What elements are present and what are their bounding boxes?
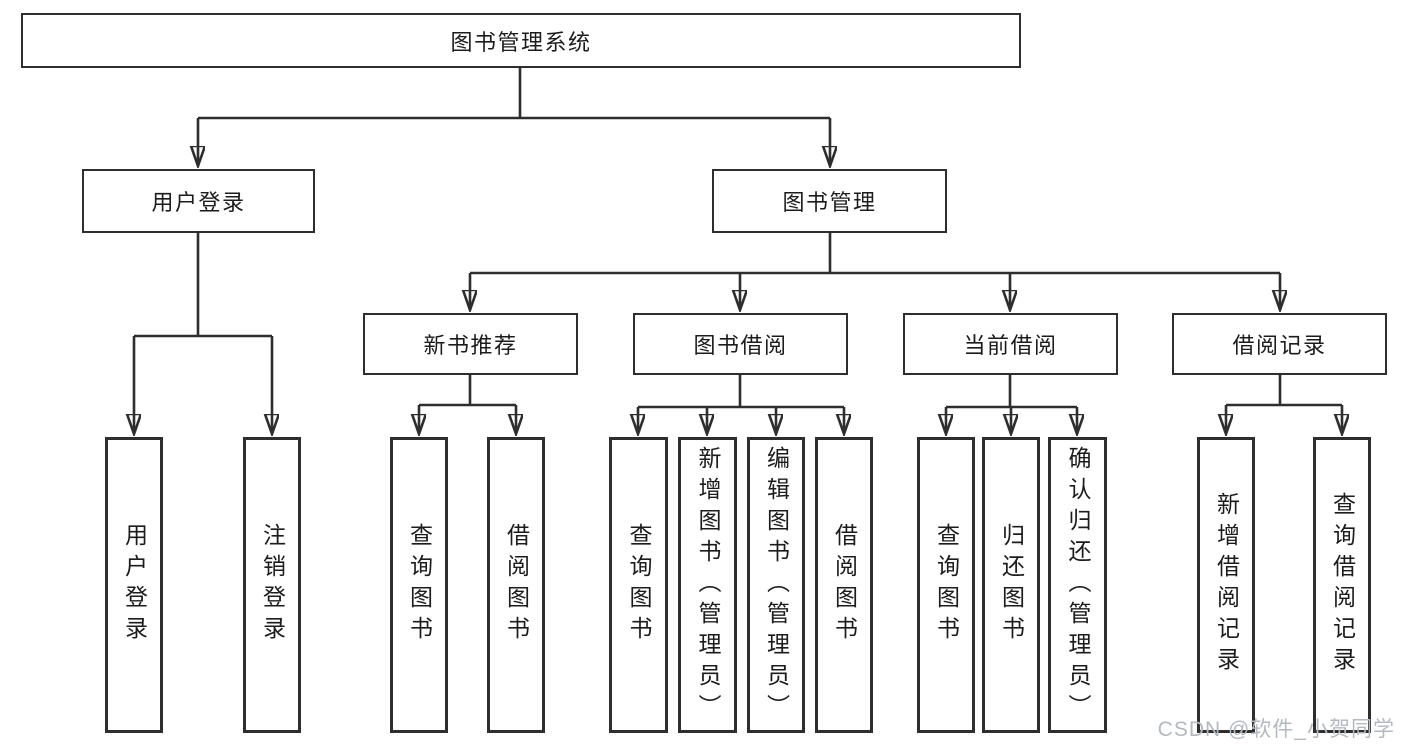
connector-new-book-recommend-leaves (419, 374, 516, 433)
node-new-book-recommend: 新书推荐 (363, 313, 578, 375)
leaf-label: 用户登录 (121, 523, 148, 647)
node-borrow-records: 借阅记录 (1172, 313, 1387, 375)
connector-root-to-level2 (198, 68, 830, 165)
connector-book-mgmt-to-level3 (470, 232, 1280, 309)
leaf-label: 新增图书（管理员） (695, 445, 721, 725)
node-book-borrow: 图书借阅 (633, 313, 848, 375)
leaf-label: 新增借阅记录 (1213, 492, 1240, 678)
leaf-user-login: 用户登录 (105, 437, 163, 733)
leaf-query-books: 查询图书 (390, 437, 448, 733)
node-user-login: 用户登录 (82, 169, 315, 233)
connector-book-borrow-leaves (638, 374, 844, 433)
leaf-label: 编辑图书（管理员） (763, 445, 790, 725)
leaf-borrow-books: 借阅图书 (487, 437, 545, 733)
leaf-query-books: 查询图书 (609, 437, 668, 733)
connector-user-login-leaves (134, 232, 272, 433)
connector-borrow-records-leaves (1226, 374, 1342, 433)
watermark: CSDN @软件_小贺同学 (1157, 718, 1395, 741)
leaf-confirm-return-admin: 确认归还（管理员） (1048, 437, 1107, 733)
leaf-add-books-admin: 新增图书（管理员） (678, 437, 737, 733)
leaf-label: 查询图书 (406, 523, 433, 647)
leaf-label: 查询图书 (626, 523, 652, 647)
leaf-label: 借阅图书 (503, 523, 530, 647)
node-current-borrow: 当前借阅 (903, 313, 1118, 375)
leaf-return-books: 归还图书 (982, 437, 1040, 733)
leaf-label: 借阅图书 (831, 523, 858, 647)
node-library-system: 图书管理系统 (21, 13, 1021, 68)
leaf-borrow-books: 借阅图书 (815, 437, 873, 733)
leaf-query-borrow-record: 查询借阅记录 (1313, 437, 1371, 733)
leaf-label: 查询图书 (933, 523, 960, 647)
leaf-edit-books-admin: 编辑图书（管理员） (747, 437, 805, 733)
leaf-logout: 注销登录 (243, 437, 301, 733)
leaf-label: 归还图书 (998, 523, 1025, 647)
node-book-management: 图书管理 (712, 169, 947, 233)
leaf-label: 查询借阅记录 (1329, 492, 1356, 678)
leaf-label: 确认归还（管理员） (1065, 445, 1091, 725)
leaf-add-borrow-record: 新增借阅记录 (1197, 437, 1255, 733)
leaf-label: 注销登录 (259, 523, 286, 647)
connector-current-borrow-leaves (946, 374, 1077, 433)
leaf-query-books: 查询图书 (917, 437, 975, 733)
